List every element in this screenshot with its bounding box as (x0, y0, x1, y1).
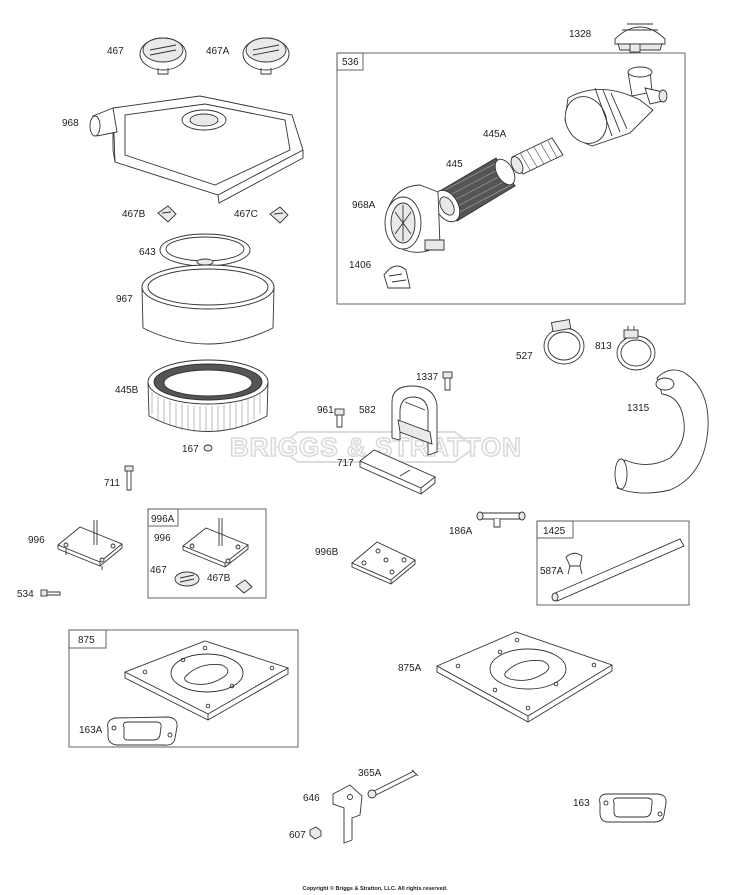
label-467C[interactable]: 467C (234, 209, 258, 220)
label-875A[interactable]: 875A (398, 663, 422, 674)
label-1315[interactable]: 1315 (627, 403, 650, 414)
label-365A[interactable]: 365A (358, 768, 382, 779)
part-813-hose-clamp[interactable] (616, 326, 656, 371)
part-967-pre-cleaner[interactable] (141, 264, 275, 345)
part-968A-filter-end-cover[interactable] (384, 184, 445, 253)
part-582-air-cleaner-bracket[interactable] (391, 385, 438, 456)
part-968-air-cleaner-cover[interactable] (89, 95, 304, 204)
label-643[interactable]: 643 (139, 247, 156, 258)
kit-875-box (68, 629, 299, 748)
label-996B[interactable]: 996B (315, 547, 339, 558)
watermark-logo: BRIGGS & STRATTON (229, 431, 522, 463)
label-467B-kit[interactable]: 467B (207, 573, 231, 584)
part-1328-precleaner-cap[interactable] (614, 23, 666, 53)
part-1337-screw[interactable] (442, 371, 453, 391)
label-467-kit[interactable]: 467 (150, 565, 167, 576)
label-996-kit[interactable]: 996 (154, 533, 171, 544)
label-1337[interactable]: 1337 (416, 372, 439, 383)
label-646[interactable]: 646 (303, 793, 320, 804)
part-536-air-cleaner-housing[interactable] (558, 66, 668, 150)
watermark-text: BRIGGS & STRATTON (230, 432, 522, 462)
label-967[interactable]: 967 (116, 294, 133, 305)
label-445A[interactable]: 445A (483, 129, 507, 140)
copyright-notice: Copyright © Briggs & Stratton, LLC. All … (302, 885, 448, 892)
label-467[interactable]: 467 (107, 46, 124, 57)
label-467B[interactable]: 467B (122, 209, 146, 220)
label-163[interactable]: 163 (573, 798, 590, 809)
label-186A[interactable]: 186A (449, 526, 473, 537)
part-467A-cover[interactable] (242, 37, 290, 75)
label-527[interactable]: 527 (516, 351, 533, 362)
part-467C-grommet[interactable] (269, 206, 289, 224)
kit-1425-box (536, 520, 690, 606)
part-875-air-cleaner-base-gasket[interactable] (123, 640, 290, 721)
part-875A-air-cleaner-base-gasket[interactable] (435, 631, 614, 723)
part-467-kit-cover[interactable] (174, 571, 200, 587)
part-365A-stud[interactable] (367, 769, 419, 799)
label-813[interactable]: 813 (595, 341, 612, 352)
label-163A[interactable]: 163A (79, 725, 103, 736)
label-968[interactable]: 968 (62, 118, 79, 129)
label-587A[interactable]: 587A (540, 566, 564, 577)
label-996[interactable]: 996 (28, 535, 45, 546)
part-643-pre-cleaner-plate[interactable] (159, 233, 251, 267)
label-996A[interactable]: 996A (151, 514, 175, 525)
part-445B-air-filter[interactable] (147, 359, 269, 432)
part-445-air-filter-cartridge[interactable] (429, 156, 519, 226)
label-582[interactable]: 582 (359, 405, 376, 416)
label-711[interactable]: 711 (104, 478, 120, 489)
kit-875-label-box (68, 629, 107, 649)
label-1425[interactable]: 1425 (543, 526, 566, 537)
part-labels: 467 467A 968 467B 467C 643 967 445B 167 … (17, 29, 650, 841)
label-717[interactable]: 717 (337, 458, 354, 469)
part-607-nut[interactable] (309, 826, 322, 840)
part-445A-safety-filter[interactable] (509, 137, 564, 175)
label-961[interactable]: 961 (317, 405, 334, 416)
label-607[interactable]: 607 (289, 830, 306, 841)
label-534[interactable]: 534 (17, 589, 34, 600)
kit-996A-box (147, 508, 267, 599)
part-711-screw[interactable] (124, 465, 134, 491)
part-534-screw[interactable] (40, 589, 61, 597)
part-467B-kit-grommet[interactable] (235, 579, 253, 594)
part-1406-vacuator-valve[interactable] (383, 265, 411, 289)
part-996-kit-plate[interactable] (182, 518, 249, 568)
part-996-base-plate[interactable] (57, 520, 123, 570)
label-445B[interactable]: 445B (115, 385, 139, 396)
label-968A[interactable]: 968A (352, 200, 376, 211)
part-467B-grommet[interactable] (157, 205, 177, 223)
label-536[interactable]: 536 (342, 57, 359, 68)
label-445[interactable]: 445 (446, 159, 463, 170)
part-1315-air-intake-hose[interactable] (614, 369, 709, 494)
part-163-gasket[interactable] (599, 793, 667, 823)
part-167-nut[interactable] (203, 444, 213, 452)
kit-536-box (336, 52, 686, 305)
part-186A-tee-fitting[interactable] (476, 511, 526, 528)
label-1406[interactable]: 1406 (349, 260, 372, 271)
kit-996A-label-box (147, 508, 179, 527)
kit-536-label-box (336, 52, 364, 71)
label-467A[interactable]: 467A (206, 46, 230, 57)
part-467-cover[interactable] (139, 37, 187, 75)
part-527-hose-clamp[interactable] (543, 318, 585, 365)
part-163A-gasket[interactable] (107, 716, 178, 746)
part-717-bracket[interactable] (359, 449, 436, 495)
label-1328[interactable]: 1328 (569, 29, 592, 40)
part-587A-clamp[interactable] (565, 552, 583, 575)
part-1425-breather-tube[interactable] (551, 538, 685, 602)
part-961-screw[interactable] (334, 408, 345, 428)
label-167[interactable]: 167 (182, 444, 199, 455)
part-996B-base-plate[interactable] (351, 541, 416, 585)
label-875[interactable]: 875 (78, 635, 95, 646)
part-646-bracket[interactable] (332, 784, 363, 844)
kit-1425-label-box (536, 520, 574, 539)
